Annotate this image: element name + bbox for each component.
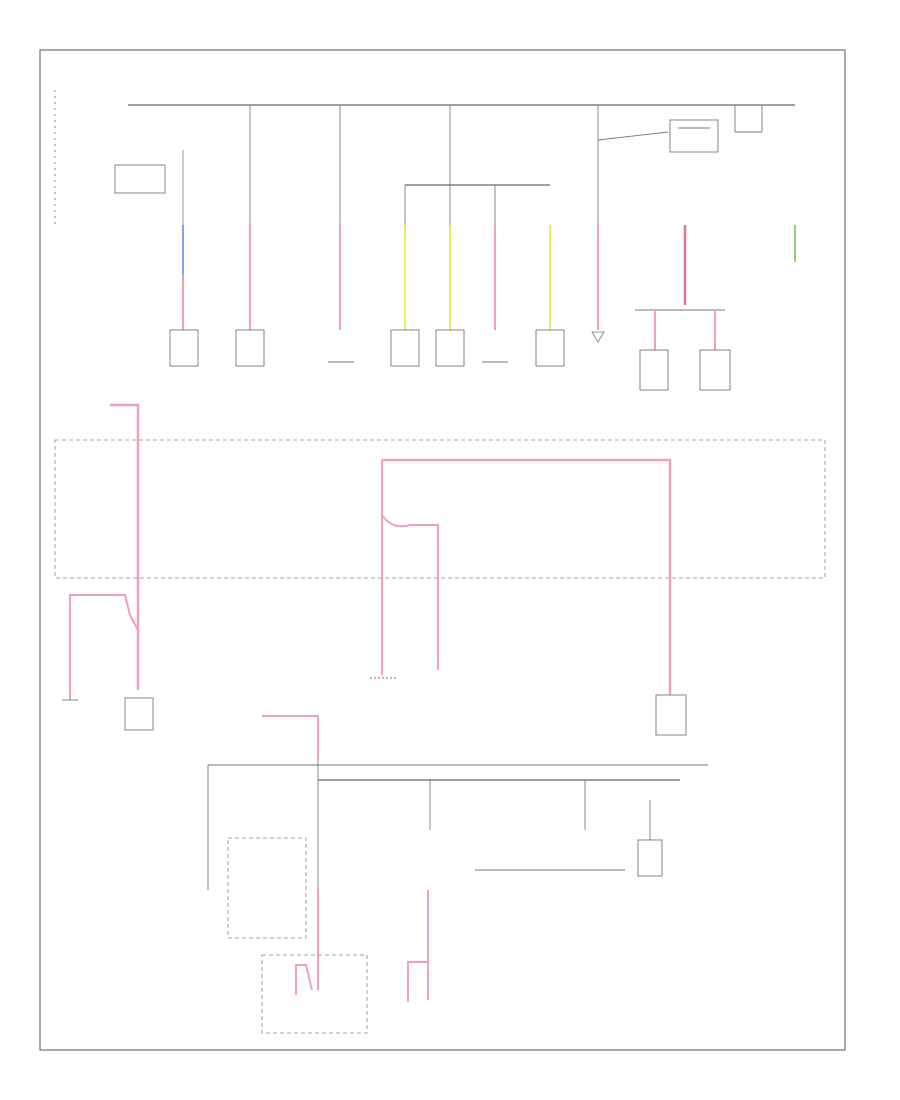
- fuse-block-top-right: [669, 105, 763, 153]
- component-6a: [639, 349, 669, 391]
- component-mid-right: [655, 694, 687, 736]
- component-4a: [390, 329, 420, 367]
- left-feed: [62, 403, 154, 731]
- component-4b: [435, 329, 465, 367]
- middle-feed: [370, 458, 687, 736]
- component-4d: [535, 329, 565, 367]
- diagram-frame: [39, 49, 846, 1051]
- branch-red-6: [635, 225, 731, 391]
- component-1: [169, 329, 199, 367]
- branch-red-2: [235, 105, 265, 367]
- fuse-box-outline: [54, 439, 826, 579]
- branch-blue: [114, 150, 199, 367]
- branch-red-5: [591, 105, 669, 343]
- component-bottom-left: [124, 697, 154, 731]
- component-2: [235, 329, 265, 367]
- lower-feed: [207, 715, 708, 1034]
- component-lower-right: [637, 839, 663, 877]
- branch-red-3: [328, 105, 354, 363]
- branch-sub-bus: [390, 105, 565, 367]
- relay-outline: [227, 837, 307, 939]
- box-outline-bottom: [261, 954, 368, 1034]
- component-top-left: [114, 164, 166, 194]
- component-6b: [699, 349, 731, 391]
